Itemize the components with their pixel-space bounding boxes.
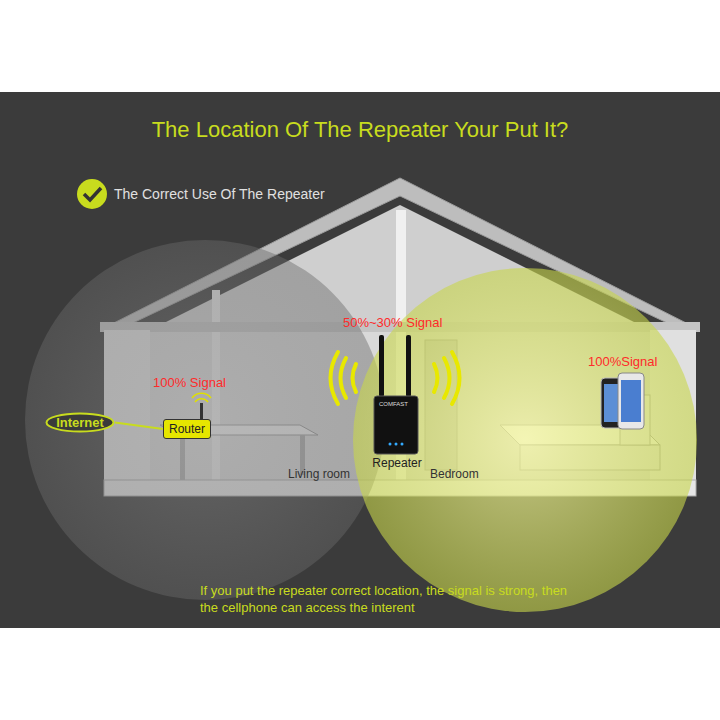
brand-label: COMFAST [379,401,408,408]
internet-oval: Internet [45,412,115,433]
signal-label: 50%~30% Signal [343,315,442,331]
router-antenna [200,403,203,420]
subheading: The Correct Use Of The Repeater [114,186,325,203]
repeater-antenna [406,335,411,397]
room-label: Living room [288,467,350,481]
phone-screen [621,380,641,422]
phone [618,373,644,429]
router-coverage [25,240,385,600]
signal-label: 100% Signal [153,375,226,391]
repeater-antenna [379,335,384,397]
node-text: Repeater [360,456,434,470]
title: The Location Of The Repeater Your Put It… [0,117,720,143]
room-label: Bedroom [430,467,479,481]
dark-panel [0,92,720,628]
wifi-symbol [192,393,211,402]
connector [115,423,163,430]
check-mark [84,188,101,200]
node-text: Router [169,422,205,436]
node-text: Internet [45,415,115,430]
signal-label: 100%Signal [588,354,657,370]
check-circle [77,179,107,209]
router-box: Router [163,419,211,439]
caption: If you put the repeater correct location… [200,583,570,617]
